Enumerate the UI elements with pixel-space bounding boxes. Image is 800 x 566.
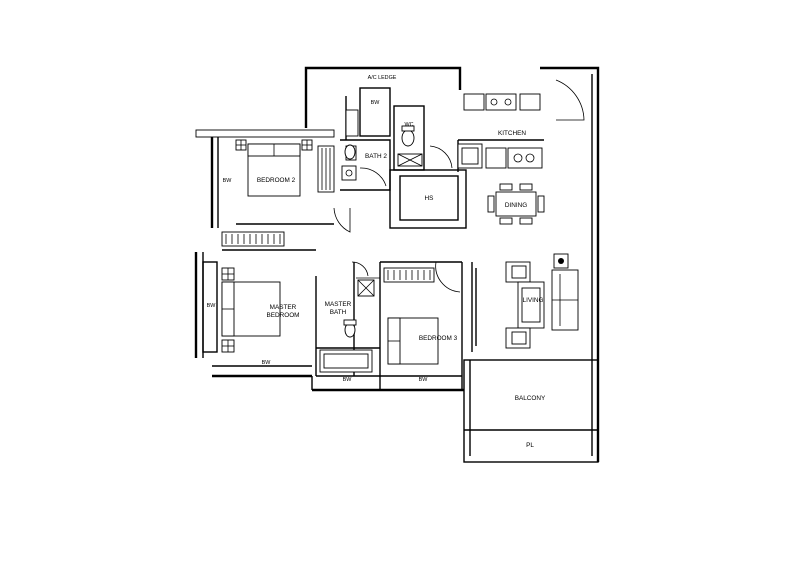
bw-master-side-label: BW [207, 303, 217, 309]
bw-bedroom2-label: BW [223, 178, 233, 184]
exterior-walls [194, 66, 600, 463]
bw-bedroom3-bottom-label: BW [419, 377, 429, 383]
master-bath-label-2: BATH [330, 309, 347, 316]
furniture [202, 93, 579, 373]
master-bedroom-label-2: BEDROOM [266, 312, 299, 319]
living-label: LIVING [523, 297, 544, 304]
bedroom3-label: BEDROOM 3 [419, 335, 458, 342]
bedroom2-label: BEDROOM 2 [257, 177, 296, 184]
master-bedroom-label-1: MASTER [270, 304, 297, 311]
pl-label: PL [526, 442, 534, 449]
doors [333, 79, 585, 352]
dining-label: DINING [505, 202, 527, 209]
room-labels: A/C LEDGE BW WC KITCHEN BATH 2 BEDROOM 2… [207, 75, 546, 449]
master-bath-label-1: MASTER [325, 301, 352, 308]
wc-label: WC [405, 122, 414, 128]
balcony-label: BALCONY [515, 395, 546, 402]
kitchen-label: KITCHEN [498, 130, 526, 137]
bw-bath-bottom-label: BW [343, 377, 353, 383]
wardrobe-hatching [225, 148, 431, 280]
bw-master-bottom-label: BW [262, 360, 272, 366]
interior-walls [212, 87, 544, 390]
ac-ledge-label: A/C LEDGE [368, 75, 397, 81]
bw-top-label: BW [371, 100, 381, 106]
bath2-label: BATH 2 [365, 153, 387, 160]
hs-label: HS [425, 195, 434, 202]
